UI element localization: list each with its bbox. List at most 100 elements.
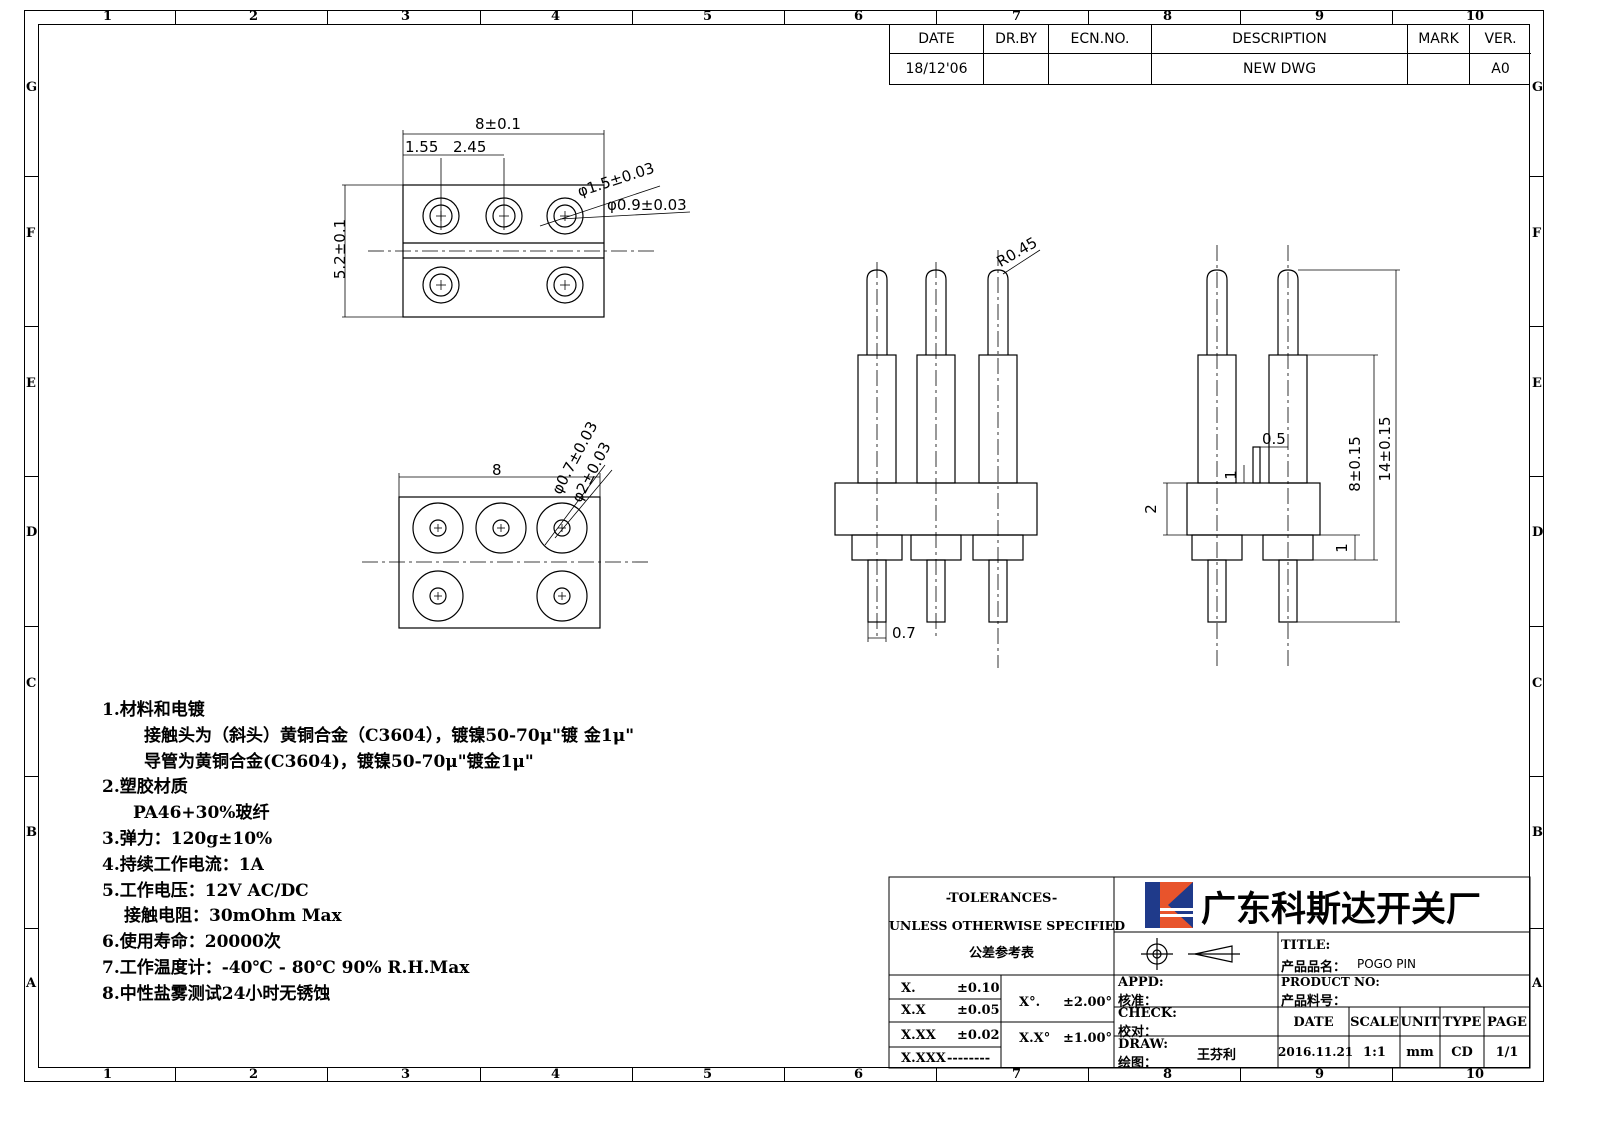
zone-tick [24, 176, 38, 177]
product-cn: 产品料号： [1281, 994, 1347, 1009]
tolerances-sub: UNLESS OTHERWISE SPECIFIED [889, 918, 1126, 933]
top-hole-4 [422, 266, 460, 304]
zone-tick [784, 1068, 785, 1082]
zone-tick [175, 10, 176, 24]
side-view [1163, 245, 1400, 668]
zone-column-label: 1 [103, 1067, 113, 1082]
dim-top-width: 8±0.1 [475, 115, 521, 133]
rev-mark [1408, 54, 1470, 84]
ang-val-1: ±2.00° [1063, 995, 1113, 1010]
note-line: PA46+30%玻纤 [133, 803, 270, 824]
check-cn: 校对： [1118, 1025, 1158, 1040]
zone-tick [784, 10, 785, 24]
rev-ver: A0 [1491, 61, 1510, 77]
note-line: 1.材料和电镀 [102, 700, 205, 720]
zone-tick [1530, 176, 1544, 177]
tol-val-4: -------- [947, 1051, 991, 1066]
company-name: 广东科斯达开关厂 [1201, 890, 1482, 930]
zone-row-label: B [26, 825, 37, 840]
zone-tick [1530, 776, 1544, 777]
zone-row-label: E [1532, 376, 1542, 391]
dim-top-height: 5.2±0.1 [331, 218, 349, 280]
zone-column-label: 10 [1466, 1067, 1485, 1082]
rev-header-drby: DR.BY [984, 24, 1049, 54]
zone-tick [936, 10, 937, 24]
title-value: POGO PIN [1357, 957, 1416, 971]
zone-column-label: 2 [249, 1067, 259, 1082]
zone-row-label: G [26, 80, 38, 95]
rev-header-ver: VER. [1470, 24, 1531, 54]
tb-type: CD [1451, 1045, 1473, 1060]
ang-val-2: ±1.00° [1063, 1031, 1113, 1046]
zone-row-label: D [1532, 525, 1544, 540]
dim-side-bottom: 1 [1332, 543, 1351, 553]
dim-bottom-width: 8 [492, 461, 502, 479]
title-block-lines [888, 876, 1531, 1069]
note-line: 7.工作温度计：-40℃ - 80℃ 90% R.H.Max [102, 957, 470, 978]
tb-date: 2016.11.21 [1278, 1045, 1354, 1059]
zone-tick [175, 1068, 176, 1082]
zone-column-label: 4 [551, 1067, 561, 1082]
zone-row-label: C [26, 676, 37, 691]
zone-row-label: F [26, 226, 36, 241]
tb-header-scale: SCALE [1350, 1015, 1399, 1030]
tb-unit: mm [1406, 1045, 1434, 1060]
zone-tick [1088, 1068, 1089, 1082]
tol-fmt-3: X.XX [901, 1028, 936, 1043]
tb-header-page: PAGE [1487, 1015, 1527, 1030]
zone-tick [24, 476, 38, 477]
zone-tick [632, 10, 633, 24]
drawer-name: 王芬利 [1197, 1048, 1237, 1063]
revision-table: DATE DR.BY ECN.NO. DESCRIPTION MARK VER.… [889, 24, 1531, 85]
zone-column-label: 7 [1012, 9, 1022, 24]
ang-fmt-1: X°. [1019, 995, 1041, 1010]
note-line: 导管为黄铜合金(C3604)，镀镍50-70μ"镀金1μ" [144, 751, 534, 772]
zone-tick [1530, 626, 1544, 627]
bottom-hole-5 [536, 570, 588, 622]
zone-tick [632, 1068, 633, 1082]
tol-val-1: ±0.10 [957, 981, 1000, 996]
bottom-hole-3 [536, 502, 588, 554]
title-cn: 产品品名： [1281, 960, 1347, 975]
zone-column-label: 1 [103, 9, 113, 24]
zone-column-label: 8 [1163, 9, 1173, 24]
appd-cn: 核准： [1118, 994, 1158, 1009]
note-line: 3.弹力：120g±10% [102, 828, 273, 849]
dim-front-pin-dia: 0.7 [892, 624, 916, 642]
zone-tick [1240, 10, 1241, 24]
note-line: 2.塑胶材质 [102, 777, 188, 798]
zone-column-label: 3 [401, 1067, 411, 1082]
check-label: CHECK: [1118, 1006, 1177, 1021]
bottom-view [362, 464, 650, 629]
zone-row-label: F [1532, 226, 1542, 241]
top-hole-3 [546, 197, 584, 235]
zone-tick [1530, 476, 1544, 477]
zone-row-label: E [26, 376, 36, 391]
zone-tick [480, 10, 481, 24]
note-line: 接触电阻：30mOhm Max [124, 906, 342, 927]
zone-column-label: 2 [249, 9, 259, 24]
zone-row-label: A [26, 976, 37, 991]
rev-description: NEW DWG [1152, 54, 1408, 84]
zone-column-label: 4 [551, 9, 561, 24]
zone-tick [24, 776, 38, 777]
draw-label: DRAW: [1118, 1037, 1169, 1052]
technical-notes: 1.材料和电镀 接触头为（斜头）黄铜合金（C3604），镀镍50-70μ"镀 金… [102, 698, 634, 1008]
drawing-border-inner [38, 24, 1530, 1068]
dim-top-hole-inner: φ0.9±0.03 [607, 196, 687, 214]
ang-fmt-2: X.X° [1019, 1031, 1051, 1046]
zone-tick [327, 10, 328, 24]
zone-column-label: 3 [401, 9, 411, 24]
rev-drby [984, 54, 1049, 84]
zone-column-label: 6 [854, 1067, 864, 1082]
zone-tick [327, 1068, 328, 1082]
bottom-hole-1 [412, 502, 464, 554]
tb-page: 1/1 [1495, 1045, 1519, 1060]
title-block: -TOLERANCES- UNLESS OTHERWISE SPECIFIED … [889, 877, 1530, 1071]
dim-top-pitch2: 2.45 [453, 138, 487, 156]
zone-column-label: 7 [1012, 1067, 1022, 1082]
rev-header-date: DATE [890, 24, 984, 54]
tb-scale: 1:1 [1363, 1045, 1386, 1060]
dim-side-body: 2 [1141, 504, 1160, 514]
dim-side-step: 0.5 [1262, 430, 1286, 448]
